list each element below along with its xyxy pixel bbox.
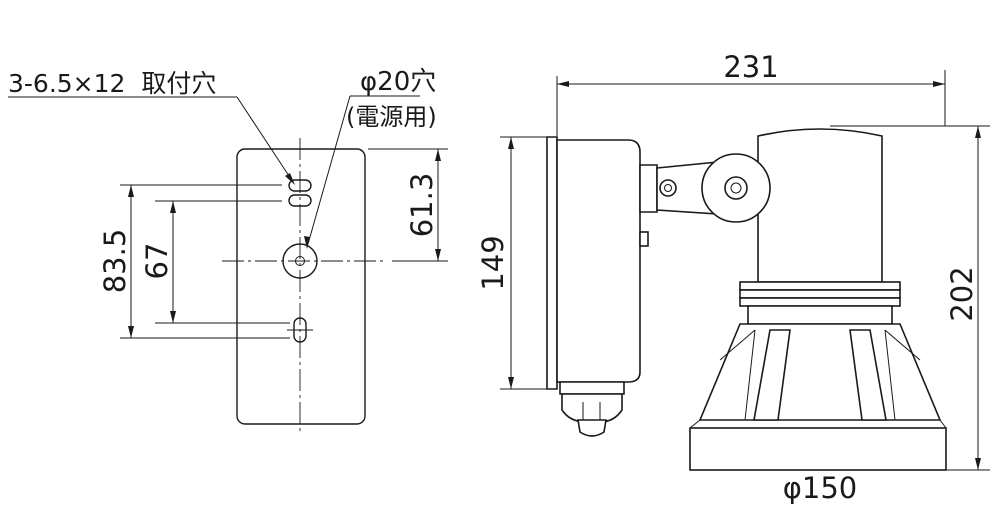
mounting-slot-top-2: [288, 194, 312, 207]
cable-hole: [282, 243, 318, 279]
dim-inner-holes: 67: [140, 243, 174, 280]
mounting-arm: [639, 164, 658, 213]
cable-hole-sublabel: (電源用): [346, 103, 437, 131]
mounting-plate-view: 83.5 67 61.3 3-6.5×12 取付穴 φ20穴 (電源用): [8, 67, 448, 433]
dim-box-height: 149: [476, 235, 510, 290]
mounting-plate: [236, 148, 366, 425]
cable-hole-label: φ20穴: [360, 67, 436, 97]
mounting-slot-top-1: [288, 179, 312, 192]
bottom-cap: [559, 381, 625, 395]
dim-outer-holes: 83.5: [98, 229, 132, 294]
side-view: 231 202 149 φ150: [476, 50, 990, 505]
arm-pivot-bolt: [659, 179, 677, 197]
lamp-body: [757, 128, 883, 283]
dim-width: 231: [723, 50, 778, 84]
dim-height: 202: [945, 266, 979, 321]
mounting-hole-label: 3-6.5×12 取付穴: [8, 69, 216, 98]
lamp-base: [698, 323, 942, 421]
junction-box: [556, 139, 641, 383]
lamp-base-ring: [689, 427, 947, 471]
back-plate: [546, 136, 558, 390]
dim-base-diameter: φ150: [783, 471, 857, 505]
dim-center-to-hole: 61.3: [405, 173, 439, 238]
